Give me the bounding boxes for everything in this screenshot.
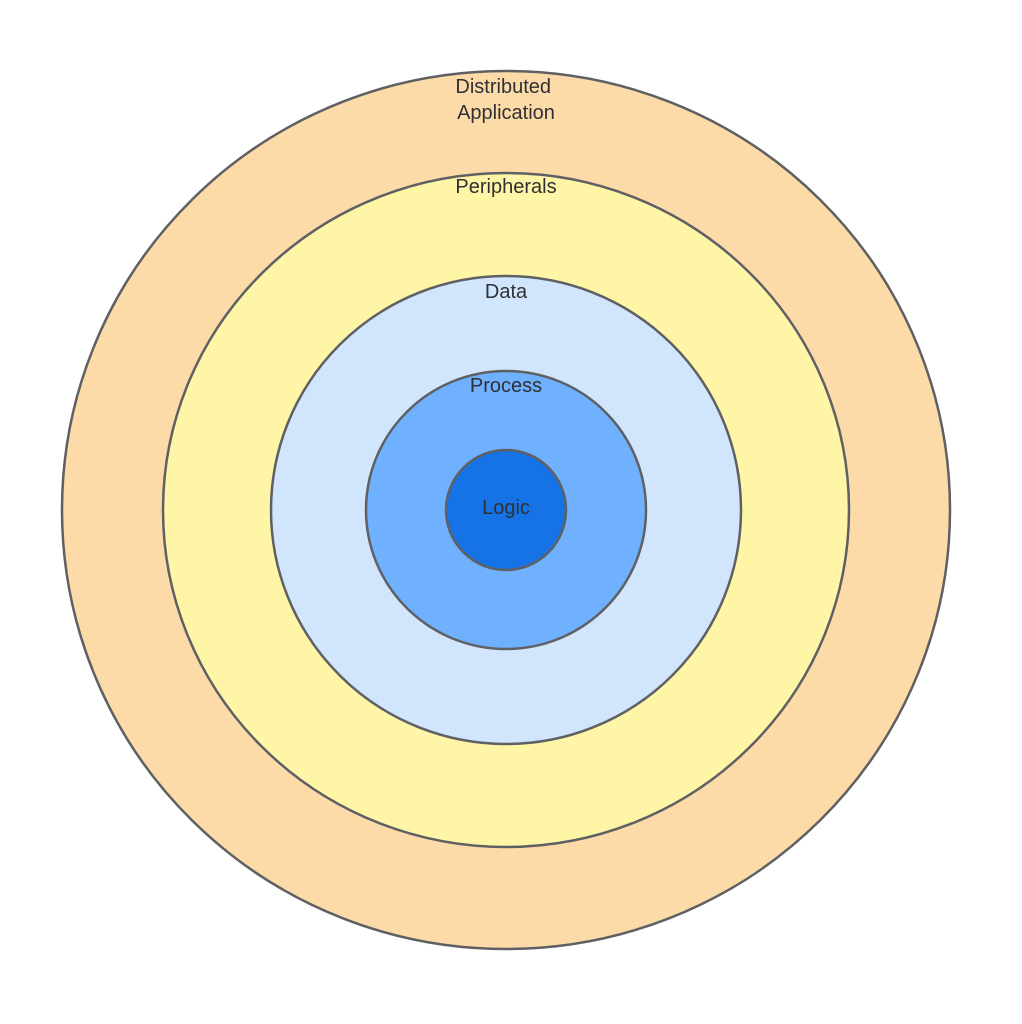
layer-process-label: Process: [470, 375, 542, 397]
layer-data-label: Data: [485, 281, 528, 303]
layer-logic: Logic: [444, 448, 568, 572]
layer-distributed-application-label-line-1: Distributed: [455, 76, 551, 98]
layer-logic-circle: [444, 448, 568, 572]
layer-distributed-application-label: Distributed Application: [455, 76, 556, 124]
layer-distributed-application-label-line-2: Application: [457, 102, 555, 124]
layer-peripherals-label: Peripherals: [455, 176, 556, 198]
layer-logic-label: Logic: [482, 497, 530, 519]
